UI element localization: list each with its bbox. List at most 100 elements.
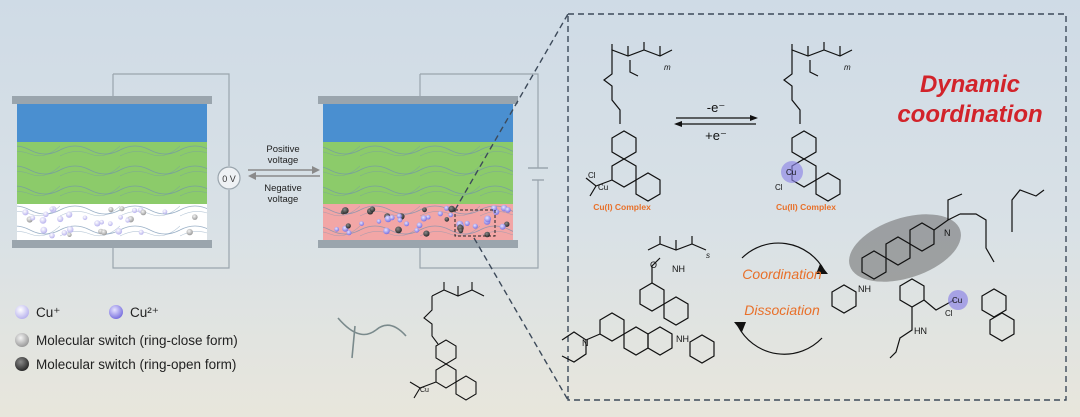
ion-particle: [40, 226, 48, 234]
ion-particle: [346, 230, 352, 236]
ion-particle: [359, 221, 364, 227]
cycle-arc-top: [741, 242, 825, 271]
ion-particle: [65, 211, 73, 218]
atom-nh2: NH: [676, 334, 689, 344]
ion-particle: [345, 223, 351, 229]
ion-particle: [67, 232, 72, 237]
ions-left: [22, 206, 198, 239]
switch-arrows: [248, 166, 320, 180]
legend-cu2-label: Cu²⁺: [130, 305, 159, 320]
ion-particle: [140, 209, 147, 216]
ion-particle: [107, 221, 113, 227]
atom-cu2: Cu: [786, 168, 796, 177]
ion-particle: [420, 215, 427, 222]
top-electrode: [12, 96, 212, 104]
ion-particle: [458, 228, 464, 234]
ion-particle: [94, 220, 101, 227]
ion-particle: [39, 217, 47, 224]
cycle-arc-bottom: [737, 325, 823, 355]
atom-cu: Cu: [598, 183, 608, 192]
ion-particle: [82, 215, 88, 221]
coordination-label: Coordination: [742, 266, 822, 282]
bottom-electrode: [12, 240, 212, 248]
dissociation-label: Dissociation: [744, 302, 820, 318]
ion-particle: [186, 228, 193, 236]
ion-particle: [108, 206, 114, 213]
device-right: [318, 73, 548, 269]
ion-particle: [464, 220, 470, 226]
ion-particle: [125, 218, 130, 223]
positive-voltage-label: Positive: [266, 144, 299, 155]
legend-closed-label: Molecular switch (ring-close form): [36, 333, 238, 348]
legend-open-label: Molecular switch (ring-open form): [36, 357, 236, 372]
cu1-complex-structure: [585, 42, 673, 202]
legend-cu1-dot: [15, 305, 29, 319]
title-coordination: coordination: [897, 101, 1042, 128]
ion-particle: [395, 226, 402, 234]
atom-n: N: [582, 338, 589, 348]
ion-particle: [448, 205, 456, 213]
ion-particle: [416, 222, 423, 229]
ion-particle: [444, 205, 450, 211]
oxidation-label: -e⁻: [707, 100, 725, 115]
redox-arrows: [674, 115, 758, 127]
ion-particle: [162, 209, 168, 215]
polymer-chain-icon: [337, 317, 407, 359]
ion-particle: [396, 213, 402, 219]
ion-particle: [404, 221, 410, 227]
ion-particle: [138, 229, 144, 235]
atom-cl3: Cl: [945, 309, 953, 318]
zoom-panel: [567, 13, 1067, 401]
cu1-complex-label: Cu(I) Complex: [593, 202, 651, 212]
ion-particle: [30, 215, 36, 221]
ion-particle: [369, 206, 376, 213]
ion-particle: [389, 215, 395, 221]
ion-particle: [43, 211, 49, 218]
atom-n2: N: [944, 228, 951, 238]
ion-particle: [505, 207, 511, 213]
device-left: [12, 73, 230, 269]
ion-particle: [99, 219, 104, 225]
atom-o: O: [650, 260, 657, 270]
subscript-s: s: [706, 251, 710, 260]
positive-voltage-label-2: voltage: [268, 155, 299, 166]
ion-particle: [118, 214, 123, 220]
subscript-m2: m: [844, 63, 851, 72]
bottom-electrode: [318, 240, 518, 248]
atom-cl2: Cl: [775, 183, 783, 192]
wire: [112, 190, 230, 269]
legend-cu1-label: Cu⁺: [36, 305, 60, 320]
ion-particle: [414, 227, 420, 233]
ion-particle: [376, 219, 382, 224]
ion-particle: [192, 214, 198, 220]
open-switch-structure: [831, 189, 1045, 359]
zoom-box: [454, 209, 496, 237]
blue-layer: [17, 104, 207, 142]
ion-particle: [49, 232, 55, 239]
ion-particle: [484, 215, 492, 223]
ion-particle: [49, 206, 54, 212]
top-electrode: [318, 96, 518, 104]
legend-cu2-dot: [109, 305, 123, 319]
ion-particle: [423, 230, 430, 237]
voltmeter: [217, 166, 241, 190]
ion-particle: [383, 227, 390, 235]
atom-cu3: Cu: [952, 296, 962, 305]
ion-particle: [426, 214, 431, 220]
ion-particle: [472, 223, 478, 229]
ion-particle: [61, 230, 68, 236]
negative-voltage-label: Negative: [264, 183, 302, 194]
closed-switch-structure: [561, 236, 715, 364]
legend-open-dot: [15, 357, 29, 371]
blue-layer: [323, 104, 513, 142]
atom-nh3: NH: [858, 284, 871, 294]
atom-hn: HN: [914, 326, 927, 336]
wire: [113, 73, 230, 166]
ion-particle: [422, 207, 427, 213]
reduction-label: +e⁻: [705, 128, 727, 143]
polymer-cu-structure: [409, 282, 485, 401]
ion-particle: [334, 226, 340, 232]
atom-cl: Cl: [588, 171, 596, 180]
cu2-highlight: [781, 161, 803, 183]
